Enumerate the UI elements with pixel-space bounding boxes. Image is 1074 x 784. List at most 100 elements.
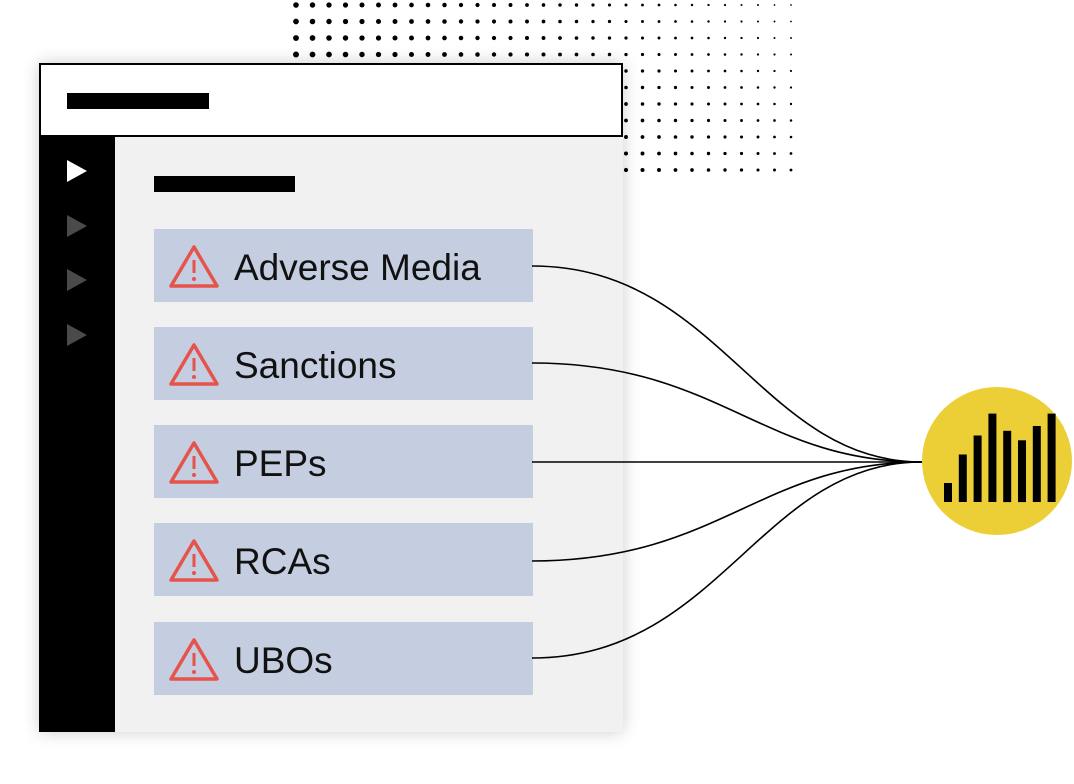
halftone-dot <box>674 36 677 40</box>
risk-item-label: RCAs <box>234 541 331 582</box>
halftone-dot <box>425 19 431 24</box>
risk-item-label: UBOs <box>234 640 333 681</box>
halftone-dot <box>624 52 628 57</box>
sidebar-arrow-4[interactable] <box>67 324 87 346</box>
halftone-dot <box>690 36 694 40</box>
halftone-dot <box>740 102 743 106</box>
halftone-dot <box>640 135 645 139</box>
risk-item-sanctions[interactable]: Sanctions <box>154 327 533 400</box>
halftone-dot <box>508 3 513 7</box>
halftone-dot <box>673 85 678 90</box>
halftone-dot <box>706 118 711 123</box>
halftone-dot <box>740 119 743 122</box>
halftone-dot <box>673 118 678 123</box>
halftone-dot <box>342 18 349 25</box>
halftone-dot <box>657 69 661 73</box>
content-heading-placeholder-bar <box>154 176 295 192</box>
halftone-dot <box>293 35 299 41</box>
halftone-dot <box>359 35 365 41</box>
halftone-dot <box>458 2 464 8</box>
halftone-dot <box>392 51 398 58</box>
halftone-dot <box>674 3 677 7</box>
halftone-dot <box>773 152 776 155</box>
bar-chart-icon <box>944 413 1056 503</box>
halftone-dot <box>657 168 661 172</box>
halftone-dot <box>491 2 497 8</box>
halftone-dot <box>740 36 743 40</box>
sidebar-arrow-3[interactable] <box>67 269 87 291</box>
halftone-dot <box>657 118 661 123</box>
halftone-dot <box>425 35 431 41</box>
halftone-dot <box>375 18 382 25</box>
halftone-dot <box>525 3 529 7</box>
halftone-dot <box>789 102 793 106</box>
halftone-dot <box>756 53 760 56</box>
halftone-dot <box>773 102 776 106</box>
halftone-dot <box>524 52 530 57</box>
halftone-dot <box>773 135 776 139</box>
halftone-dot <box>326 35 332 41</box>
halftone-dot <box>607 19 612 24</box>
halftone-dot <box>690 85 694 90</box>
window-title-bar <box>39 63 623 137</box>
halftone-dot <box>574 36 579 40</box>
risk-item-adverse-media[interactable]: Adverse Media <box>154 229 533 302</box>
halftone-dot <box>640 102 645 106</box>
halftone-dot <box>574 3 579 7</box>
halftone-dot <box>673 69 678 73</box>
halftone-dot <box>541 36 546 40</box>
risk-item-peps[interactable]: PEPs <box>154 425 533 498</box>
halftone-dot <box>309 2 316 8</box>
halftone-dot <box>740 3 743 7</box>
halftone-dot <box>739 151 744 156</box>
halftone-dot <box>558 3 562 7</box>
halftone-dot <box>790 37 792 39</box>
warning-triangle-icon <box>169 441 219 484</box>
risk-item-ubos[interactable]: UBOs <box>154 622 533 695</box>
halftone-dot <box>359 2 365 8</box>
halftone-dot <box>773 168 776 172</box>
halftone-dot <box>756 135 760 139</box>
halftone-dot <box>740 53 743 56</box>
halftone-dot <box>756 168 760 172</box>
hub-bar-2 <box>958 454 967 502</box>
halftone-dot <box>706 168 711 172</box>
halftone-dot <box>673 151 678 156</box>
halftone-dot <box>640 36 645 40</box>
hub-bar-6 <box>1018 440 1026 503</box>
halftone-dot <box>342 2 349 8</box>
halftone-dot <box>690 53 694 56</box>
halftone-dot <box>657 102 661 106</box>
halftone-dot <box>723 102 727 106</box>
halftone-dot <box>674 53 677 56</box>
halftone-dot <box>723 86 727 89</box>
halftone-dot <box>508 35 513 41</box>
halftone-dot <box>723 20 727 23</box>
halftone-dot <box>690 151 694 156</box>
halftone-dot <box>690 69 694 73</box>
halftone-dot <box>409 35 414 41</box>
warning-triangle-icon <box>169 638 219 681</box>
halftone-dot <box>756 152 760 155</box>
halftone-dot <box>657 85 661 90</box>
halftone-dot <box>789 69 793 73</box>
halftone-dot <box>690 102 694 106</box>
halftone-dot <box>740 20 743 23</box>
sidebar-arrow-1[interactable] <box>67 160 87 182</box>
title-placeholder-bar <box>67 93 209 109</box>
halftone-dot <box>740 86 743 89</box>
halftone-dot <box>641 3 644 7</box>
halftone-dot <box>392 35 398 41</box>
halftone-dot <box>624 3 628 7</box>
risk-item-rcas[interactable]: RCAs <box>154 523 533 596</box>
halftone-dot <box>673 135 678 139</box>
halftone-dot <box>326 18 332 25</box>
halftone-dot <box>475 19 480 24</box>
halftone-dot <box>723 118 727 123</box>
halftone-dot <box>641 20 644 23</box>
sidebar-arrow-2[interactable] <box>67 215 87 237</box>
halftone-dot <box>442 2 447 8</box>
hub-bar-8 <box>1047 413 1056 502</box>
halftone-dot <box>773 53 776 56</box>
halftone-dot <box>541 3 546 7</box>
